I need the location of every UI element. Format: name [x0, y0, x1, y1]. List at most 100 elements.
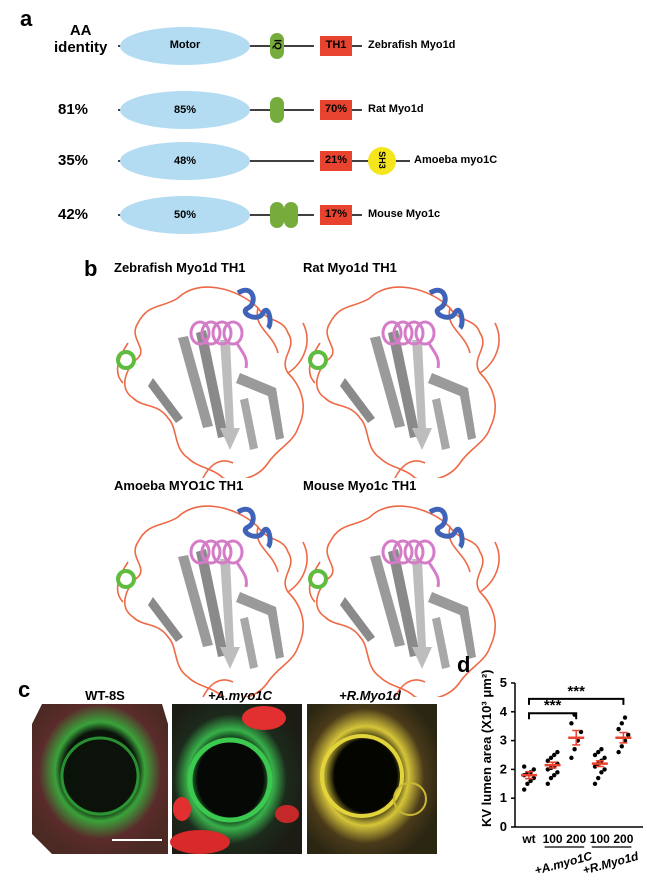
significance-label: ***	[567, 683, 585, 700]
protein-name: Mouse Myo1c	[368, 208, 441, 220]
protein-name: Zebrafish Myo1d	[368, 39, 456, 51]
data-point	[599, 747, 604, 752]
y-tick-label: 2	[500, 761, 507, 776]
significance-bracket	[528, 712, 578, 720]
micrograph-wt	[32, 704, 168, 854]
domain-row-mouse	[118, 196, 362, 234]
micrograph-title: +R.Myo1d	[339, 688, 401, 703]
y-tick-label: 5	[500, 675, 507, 690]
data-point	[602, 755, 607, 761]
iq-motif	[270, 202, 284, 228]
data-point	[616, 726, 621, 732]
data-point	[545, 781, 550, 786]
iq-motif	[270, 33, 284, 59]
domain-row-rat	[118, 91, 362, 129]
aa-identity-header-line1: AA	[69, 22, 92, 39]
sh3-domain	[368, 147, 396, 175]
panel-letter-a: a	[20, 6, 33, 31]
domain-diagram	[118, 27, 410, 234]
motor-identity: 50%	[173, 209, 197, 221]
data-point	[602, 767, 607, 772]
structure-zebrafish-th1	[108, 278, 318, 478]
panel-letter-c: c	[18, 677, 31, 702]
data-point	[592, 764, 598, 769]
identity-value: 35%	[58, 152, 89, 169]
data-point	[592, 781, 598, 786]
th1-domain	[320, 205, 352, 225]
data-point	[626, 732, 631, 738]
micrograph-title: +A.myo1C	[208, 688, 272, 703]
y-tick-label: 3	[500, 733, 507, 748]
y-tick-label: 1	[500, 790, 507, 805]
structure-title: Amoeba MYO1C TH1	[114, 478, 244, 493]
identity-value: 81%	[58, 101, 89, 118]
iq-motif	[284, 202, 298, 228]
identity-value: 42%	[58, 206, 89, 223]
data-point	[619, 744, 624, 749]
th1-identity: 21%	[324, 154, 348, 166]
th1-domain	[320, 36, 352, 56]
micrograph-amyo1c	[170, 704, 302, 854]
data-point	[619, 721, 624, 726]
domain-row-zebrafish	[118, 27, 362, 65]
iq-motif	[270, 97, 284, 123]
structure-title: Zebrafish Myo1d TH1	[114, 260, 246, 275]
data-point	[569, 721, 574, 726]
th1-identity: 70%	[324, 103, 348, 115]
data-point	[572, 747, 577, 752]
data-point	[569, 755, 574, 761]
panel-letter-d: d	[457, 652, 471, 677]
x-tick-label: wt	[521, 832, 535, 846]
sh3-label: SH3	[377, 151, 387, 169]
data-point	[596, 749, 601, 755]
x-tick-label: 100	[590, 832, 610, 846]
structure-title: Rat Myo1d TH1	[303, 260, 397, 275]
micrograph-rmyo1d	[307, 704, 437, 854]
data-point	[552, 752, 557, 758]
motor-domain	[120, 142, 250, 180]
data-point	[528, 778, 533, 784]
data-point	[552, 772, 557, 778]
data-point	[555, 770, 560, 775]
data-point	[548, 775, 554, 781]
iq-label: IQ	[271, 39, 283, 50]
structure-amoeba-th1	[108, 497, 318, 697]
significance-label: ***	[544, 697, 562, 714]
th1-domain	[320, 151, 352, 171]
x-tick-label: 200	[613, 832, 633, 846]
data-point	[616, 749, 621, 755]
data-point	[525, 781, 530, 786]
motor-domain	[120, 27, 250, 65]
y-axis-label: KV lumen area (X10³ μm²)	[479, 670, 494, 828]
motor-domain	[120, 196, 250, 234]
data-point	[555, 749, 560, 755]
data-point	[592, 752, 598, 758]
x-tick-label: 200	[566, 832, 586, 846]
structure-rat-th1	[300, 278, 510, 478]
panel-letter-b: b	[84, 256, 98, 281]
micrographs	[32, 704, 437, 854]
th1-domain	[320, 100, 352, 120]
motor-identity: 85%	[173, 104, 197, 116]
data-point	[548, 755, 554, 761]
y-tick-label: 0	[500, 819, 507, 834]
data-point	[622, 715, 628, 720]
y-tick-label: 4	[500, 704, 508, 719]
motor-domain	[120, 91, 250, 129]
th1-identity: 17%	[324, 208, 348, 220]
micrograph-title: WT-8S	[85, 688, 125, 703]
x-tick-label: 100	[543, 832, 563, 846]
aa-identity-header: AA identity	[54, 22, 107, 56]
motor-label: Motor	[169, 39, 201, 51]
domain-row-amoeba	[118, 142, 410, 180]
structure-title: Mouse Myo1c TH1	[303, 478, 417, 493]
data-point	[531, 767, 536, 772]
motor-identity: 48%	[173, 155, 197, 167]
significance-bracket	[528, 697, 625, 705]
th1-label: TH1	[325, 39, 347, 51]
data-point	[522, 787, 527, 792]
data-point	[599, 770, 604, 775]
data-point	[596, 775, 601, 781]
protein-name: Rat Myo1d	[368, 103, 424, 115]
